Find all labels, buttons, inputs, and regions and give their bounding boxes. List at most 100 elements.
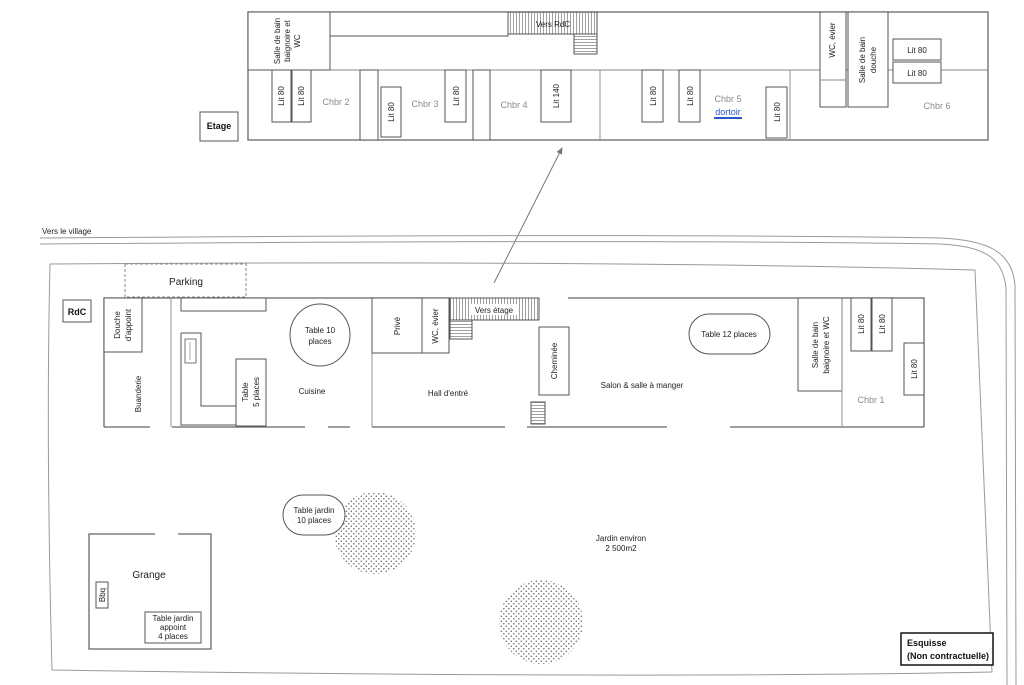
garden-table-spare-label: Table jardin: [153, 614, 194, 623]
upper-wc-label: WC, évier: [828, 22, 837, 57]
bed-lit-80: [871, 297, 893, 352]
room-chbr4: Chbr 4: [500, 100, 527, 110]
table-5-label: Table: [241, 382, 250, 402]
bed-label: Lit 80: [907, 69, 927, 78]
room-chbr1: Chbr 1: [857, 395, 884, 405]
parking-label: Parking: [169, 277, 203, 288]
bed-label: Lit 80: [907, 46, 927, 55]
fireplace-label: Cheminée: [550, 342, 559, 379]
shower-room-label: d'appoint: [124, 308, 133, 341]
bed-label: Lit 80: [857, 314, 866, 334]
private-room: [371, 297, 423, 354]
room-chbr5-dortoir: dortoir: [715, 107, 741, 117]
bed-label: Lit 80: [387, 102, 396, 122]
fireplace: [538, 326, 570, 396]
bbq: [95, 581, 109, 609]
table-10-label: Table 10: [305, 326, 336, 335]
parking-area: [124, 263, 247, 298]
bed-lit-80: [271, 69, 292, 123]
floor-link-arrow: [493, 147, 563, 284]
bed-lit-80: [444, 69, 467, 123]
stairs-down-label: Vers RdC: [536, 20, 570, 29]
closet: [472, 69, 491, 141]
stove-icon: [184, 338, 197, 364]
shower-room: [847, 11, 889, 108]
bed-label: Lit 80: [452, 86, 461, 106]
barn-label: Grange: [132, 570, 166, 581]
closet: [359, 69, 379, 141]
garden-table-10-label: 10 places: [297, 516, 331, 525]
garden-table-spare: [144, 611, 202, 644]
shower-room-label: Douche: [113, 311, 122, 339]
living-room-label: Salon & salle à manger: [601, 381, 684, 390]
upper-bathroom-label: WC: [293, 34, 302, 48]
shower-room: [103, 297, 143, 353]
upper-bathroom: [247, 11, 331, 71]
garden-table-10-label: Table jardin: [294, 506, 335, 515]
shower-room-label: Salle de bain: [858, 37, 867, 83]
ground-wc-label: WC, évier: [431, 308, 440, 343]
rdc-label: RdC: [68, 307, 87, 317]
rdc-label-box: [62, 299, 92, 323]
etage-label-box: [199, 111, 239, 142]
bed-label: Lit 80: [878, 314, 887, 334]
stairs-landing: [449, 319, 473, 340]
upper-floor: Etage Salle de bain baignoire et WC Vers…: [199, 11, 989, 142]
stairs-label-bg: [470, 304, 518, 315]
bed-label: Lit 80: [649, 86, 658, 106]
property-boundary: [47, 262, 993, 676]
table-10-label: places: [308, 337, 331, 346]
table-5-label: 5 places: [252, 377, 261, 407]
stairs-landing: [573, 33, 598, 55]
ground-bathroom: [797, 297, 843, 392]
garden-table-spare-label: appoint: [160, 623, 187, 632]
bed-lit-80: [903, 342, 925, 396]
bed-lit-140: [540, 69, 572, 123]
stairs-down: [507, 11, 598, 35]
sketch-note: (Non contractuelle): [907, 651, 989, 661]
kitchen-label: Cuisine: [299, 387, 326, 396]
wood-stack: [530, 401, 546, 425]
bed-lit-80: [291, 69, 312, 123]
bed-label: Lit 80: [297, 86, 306, 106]
garden-label: 2 500m2: [605, 544, 637, 553]
hall-label: Hall d'entré: [428, 389, 469, 398]
garden: Grange Bbq Table jardin appoint 4 places…: [88, 492, 646, 664]
ground-wc: [421, 297, 450, 354]
bed-label: Lit 80: [686, 86, 695, 106]
sketch-note: Esquisse: [907, 638, 947, 648]
ground-floor: RdC Parking Douche d'appoint Buanderie T…: [62, 263, 925, 428]
table-5-places: [235, 358, 267, 427]
bed-lit-80: [641, 69, 664, 123]
ground-bathroom-label: baignoire et WC: [822, 316, 831, 374]
road-label: Vers le village: [42, 227, 92, 236]
bed-lit-80: [765, 86, 788, 139]
tree: [334, 492, 416, 574]
bed-label: Lit 80: [277, 86, 286, 106]
road: Vers le village: [39, 227, 1017, 685]
garden-table-spare-label: 4 places: [158, 632, 188, 641]
sketch-note-box: [900, 632, 994, 666]
upper-bathroom-label: Salle de bain: [273, 18, 282, 64]
bbq-label: Bbq: [98, 588, 107, 602]
bed-lit-80: [380, 86, 402, 138]
bed-lit-80: [892, 38, 942, 61]
corridor-partition: [329, 11, 509, 37]
etage-label: Etage: [207, 121, 232, 131]
shower-room-label: douche: [869, 46, 878, 73]
stairs-up-label: Vers étage: [475, 306, 514, 315]
table-12-places: [688, 313, 771, 355]
tree: [499, 580, 583, 664]
kitchen-counter: [180, 297, 267, 312]
room-chbr5: Chbr 5: [714, 94, 741, 104]
garden-label: Jardin environ: [596, 534, 646, 543]
upper-floor-outline: [247, 11, 989, 141]
room-chbr3: Chbr 3: [411, 99, 438, 109]
bed-lit-80: [892, 61, 942, 84]
room-chbr2: Chbr 2: [322, 97, 349, 107]
bed-lit-80: [850, 297, 872, 352]
barn: [88, 533, 212, 650]
table-10-places: [289, 303, 351, 367]
upper-bathroom-label: baignoire et: [283, 19, 292, 62]
